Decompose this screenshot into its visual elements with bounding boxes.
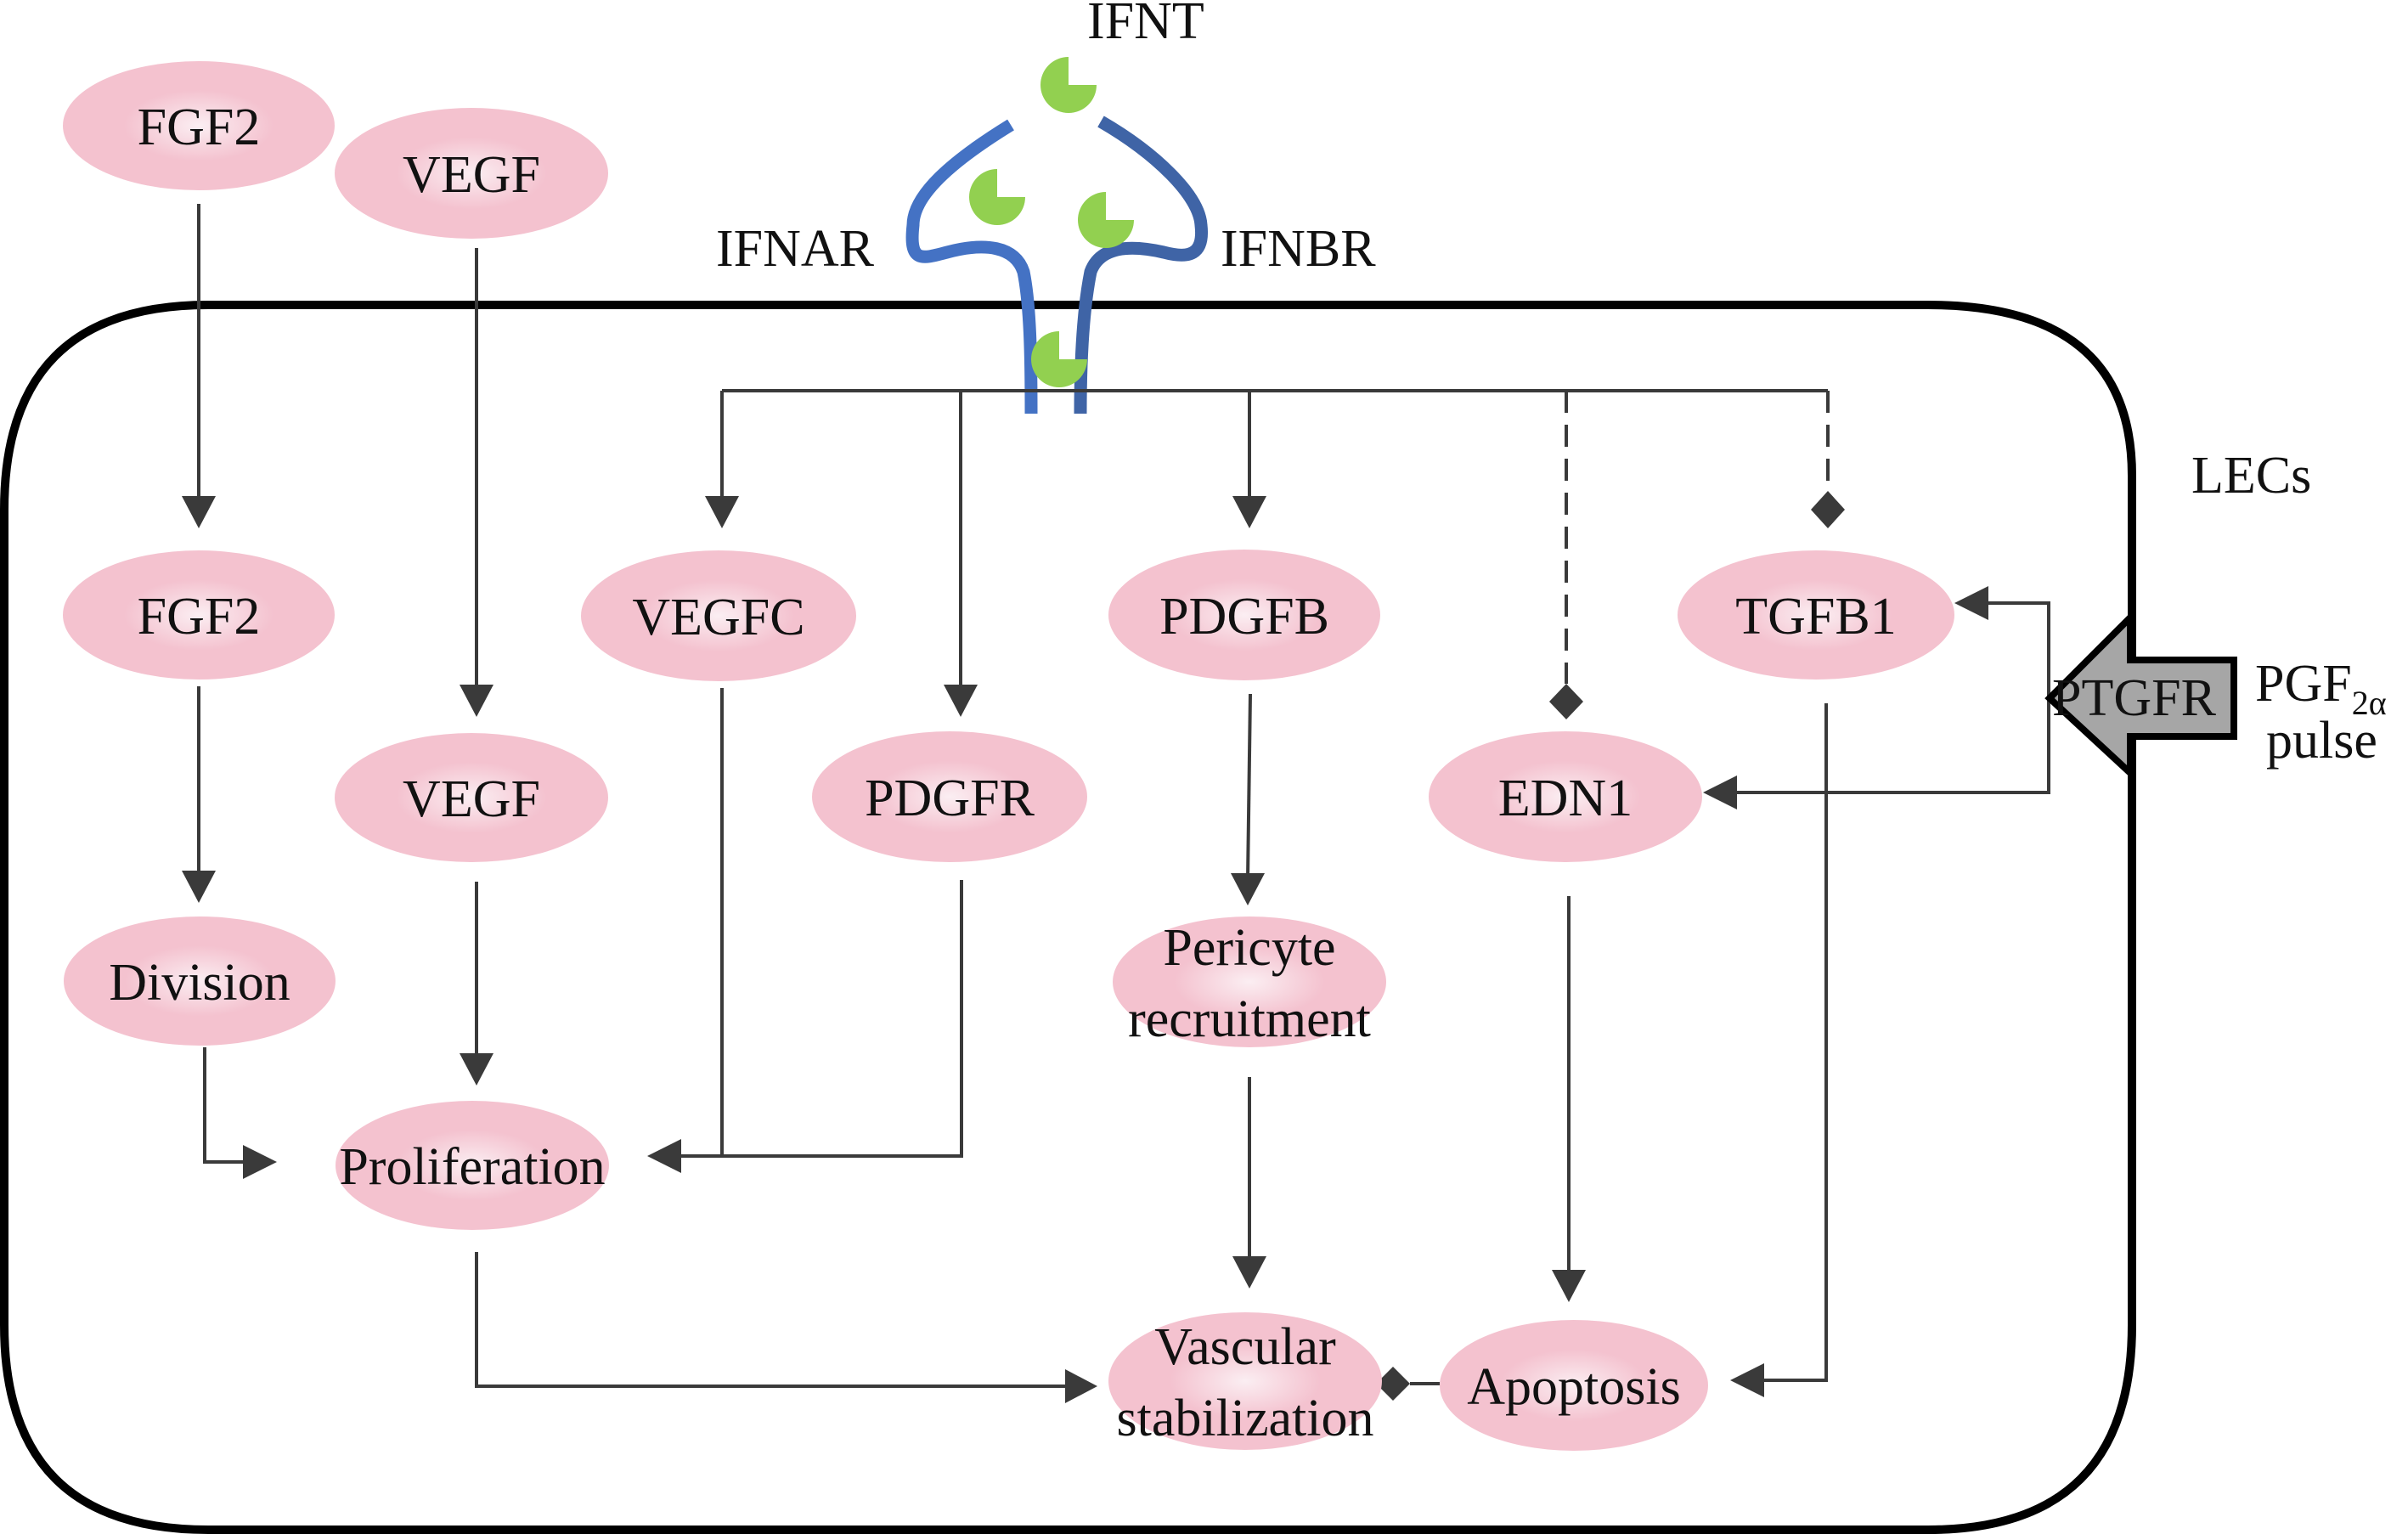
pgf-subscript: 2α (2352, 684, 2387, 722)
node-ellipse (1113, 916, 1386, 1047)
node-label: Apoptosis (1467, 1358, 1680, 1416)
node-ellipse (1108, 1312, 1382, 1450)
node-ellipse (1440, 1320, 1708, 1451)
node-label: VEGFC (632, 589, 804, 646)
arrowhead (1232, 1256, 1266, 1289)
node-label: VEGF (403, 146, 540, 204)
node-pdgfb: PDGFB (1108, 550, 1380, 680)
ptgfr-label: PTGFR (2052, 669, 2217, 727)
arrowhead (460, 685, 493, 717)
ifnt-ligand-icon (1078, 192, 1134, 248)
node-ellipse (335, 108, 608, 239)
node-ellipse (1108, 550, 1380, 680)
arrowhead (1231, 873, 1265, 905)
node-label: Pericyte (1163, 919, 1335, 977)
node-proliferation: Proliferation (336, 1101, 609, 1230)
arrowhead (705, 496, 739, 528)
arrowhead (243, 1145, 277, 1179)
node-pericyte: Pericyte recruitment (1113, 916, 1386, 1048)
edge-tgfb1-apoptosis (1758, 703, 1828, 1382)
node-label: FGF2 (138, 99, 261, 156)
ifnt-ligand-icon (1031, 331, 1087, 387)
arrowhead (460, 1053, 493, 1086)
node-vegf-ext: VEGF (335, 108, 608, 239)
arrowhead (182, 871, 216, 903)
arrowhead (1730, 1363, 1764, 1397)
pulse-label: pulse (2266, 712, 2377, 770)
node-vegfc: VEGFC (581, 550, 856, 681)
ifnt-label: IFNT (1087, 0, 1204, 50)
node-label: VEGF (403, 770, 540, 828)
node-label: Division (109, 954, 290, 1012)
arrowhead (1552, 1270, 1586, 1302)
arrowhead (182, 496, 216, 528)
node-edn1: EDN1 (1429, 731, 1702, 862)
node-ellipse (812, 731, 1087, 862)
ifnbr-receptor (1074, 116, 1209, 415)
cell-label: LECs (2191, 447, 2311, 505)
node-apoptosis: Apoptosis (1440, 1320, 1708, 1451)
ifnar-receptor (905, 119, 1038, 415)
nodes: FGF2VEGFFGF2VEGFVEGFCPDGFRPDGFBEDN1TGFB1… (63, 61, 1954, 1451)
node-label: PDGFB (1159, 588, 1329, 646)
edge-pdgfr-proliferation (675, 880, 963, 1158)
pgf-label: PGF2α (2255, 655, 2387, 722)
edge-ptgfr-tgfb1 (1988, 601, 2050, 698)
node-label: EDN1 (1498, 770, 1633, 827)
node-ellipse (1429, 731, 1702, 862)
cell-membrane (0, 301, 2136, 1534)
edge-proliferation-vascular (475, 1252, 1070, 1388)
node-ellipse (581, 550, 856, 681)
node-ellipse (64, 916, 336, 1046)
ifnt-ligand-icon (1040, 57, 1097, 113)
node-ellipse (1678, 550, 1954, 680)
node-ellipse (63, 550, 335, 680)
node-fgf2-ext: FGF2 (63, 61, 335, 190)
node-label: Vascular (1154, 1318, 1336, 1376)
node-label: PDGFR (865, 770, 1035, 827)
ifnar-label: IFNAR (716, 220, 875, 278)
ifnt-ligand-icon (969, 169, 1025, 225)
edge-ptgfr-edn1 (1737, 698, 2050, 794)
arrowhead (944, 685, 978, 717)
ifnbr-label: IFNBR (1221, 220, 1376, 278)
edge-pdgfb-pericyte (1246, 693, 1252, 880)
arrowhead (1065, 1369, 1097, 1403)
node-tgfb1: TGFB1 (1678, 550, 1954, 680)
node-vegf: VEGF (335, 733, 608, 862)
arrowhead (1954, 586, 1988, 620)
inhibition-diamond (1811, 491, 1845, 528)
pgf-main: PGF (2255, 655, 2352, 713)
node-division: Division (64, 916, 336, 1046)
node-label: recruitment (1128, 990, 1371, 1048)
node-vascular: Vascular stabilization (1108, 1312, 1382, 1450)
ptgfr-arrow (2044, 609, 2237, 781)
node-fgf2: FGF2 (63, 550, 335, 680)
ifnt-ligand-icons (969, 57, 1134, 387)
node-label: stabilization (1116, 1390, 1373, 1447)
inhibition-diamond (1376, 1367, 1410, 1401)
node-label: TGFB1 (1735, 588, 1896, 646)
edge-division-proliferation (203, 1047, 251, 1164)
node-label: Proliferation (339, 1138, 605, 1196)
inhibition-diamond (1549, 684, 1583, 719)
node-label: FGF2 (138, 588, 261, 646)
receptor-complex (905, 116, 1209, 415)
node-ellipse (63, 61, 335, 190)
arrowhead (1232, 496, 1266, 528)
node-ellipse (336, 1101, 609, 1230)
edges (182, 204, 2050, 1403)
node-ellipse (335, 733, 608, 862)
arrowhead (647, 1139, 681, 1173)
arrowhead (1703, 775, 1737, 809)
node-pdgfr: PDGFR (812, 731, 1087, 862)
